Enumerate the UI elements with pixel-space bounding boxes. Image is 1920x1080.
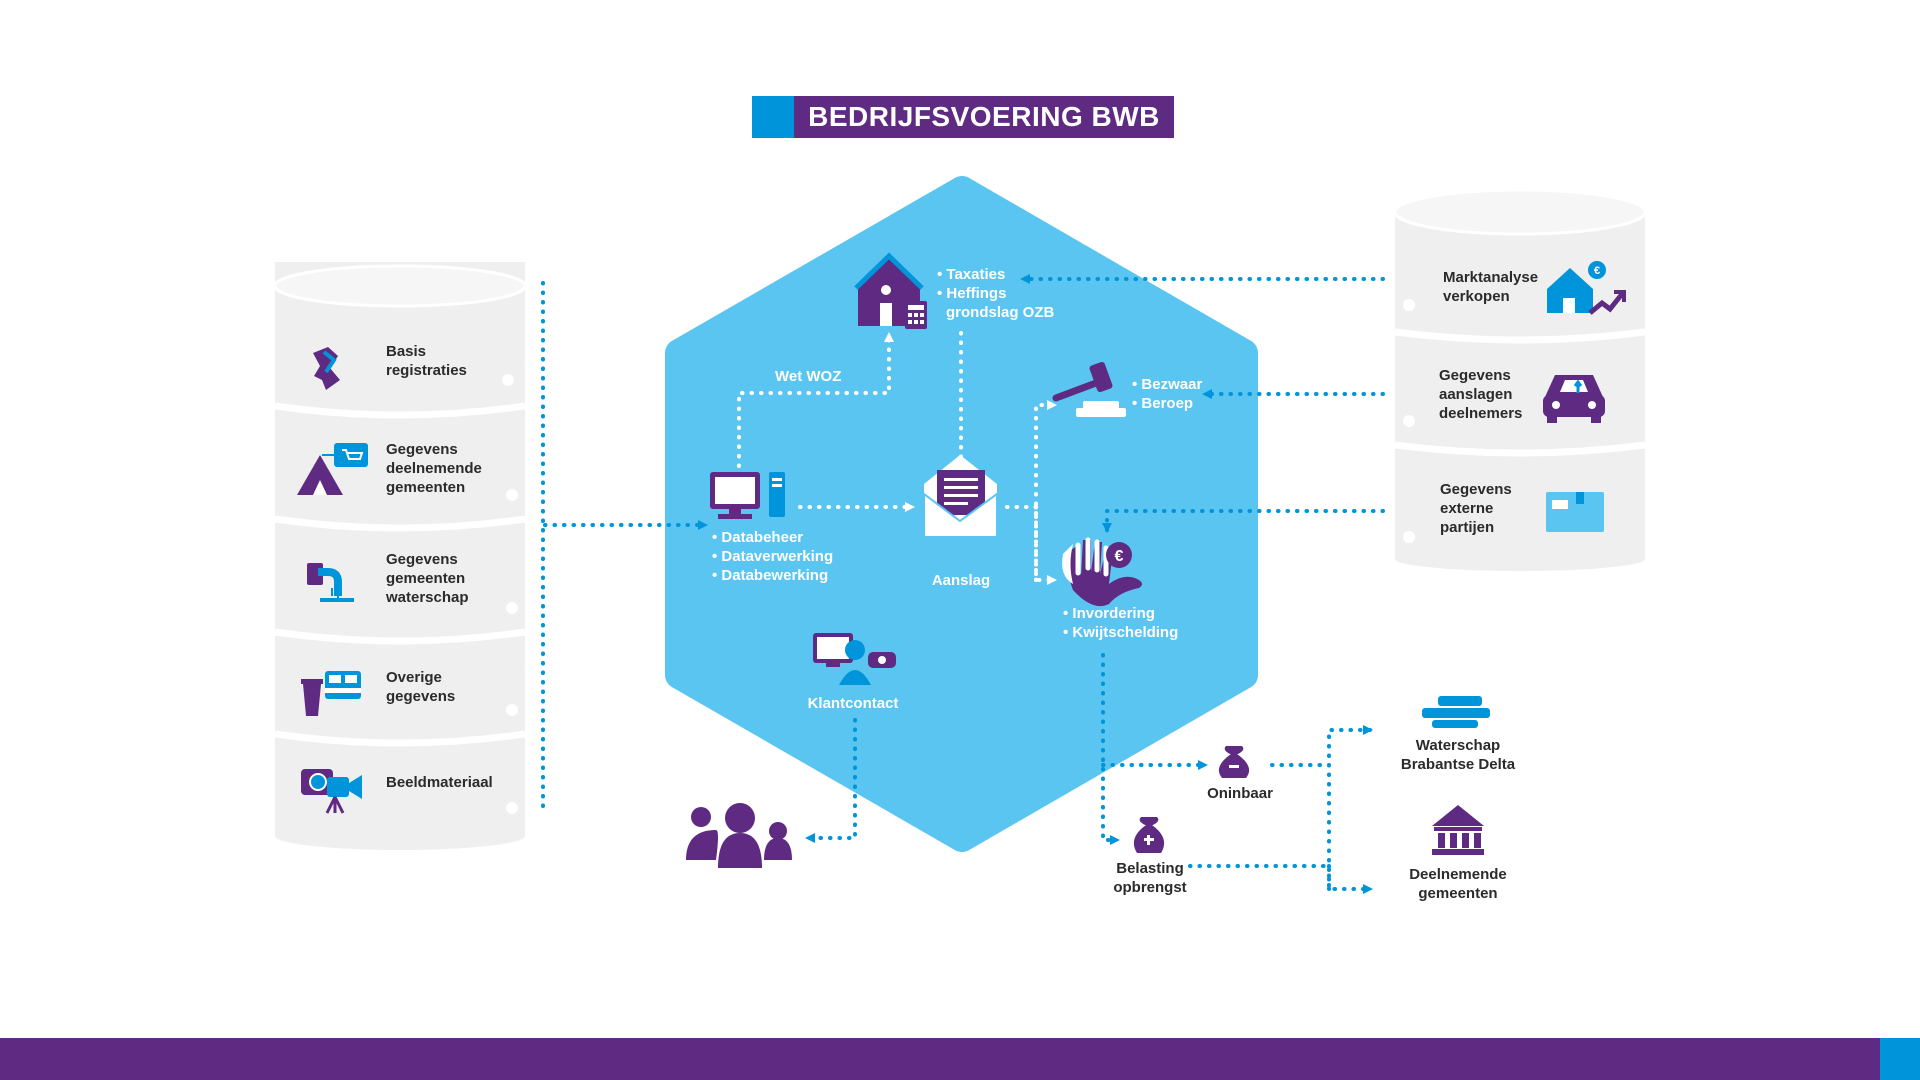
oninbaar-label: Oninbaar [1207,785,1273,802]
invordering-label: • Invordering• Kwijtschelding [1063,605,1179,641]
envelope-letter-icon [923,455,998,538]
car-icon [1543,375,1605,423]
citizens-group-icon [686,803,792,868]
wet-woz-label: Wet WOZ [775,368,842,385]
left-source-cylinder [273,262,527,850]
waterschap-waves-icon [1422,696,1490,728]
footer-bar [0,1038,1880,1080]
house-calculator-icon [854,252,927,329]
extern-to-invordering-arrow [1102,509,1385,533]
wet-woz-arrow [737,332,894,468]
aanslag-label: Aanslag [931,572,991,589]
svg-text:€: € [1115,548,1124,565]
title-banner: BEDRIJFSVOERING BWB [752,96,1174,138]
title-accent-block [752,96,794,138]
money-bag-minus-icon [1218,746,1250,778]
aanslag-to-invordering-arrow [1034,505,1057,585]
to-waterschap-arrow [1327,725,1373,891]
klantcontact-label: Klantcontact [807,695,899,712]
camera-video-icon [301,769,362,814]
computer-icon [710,472,785,519]
bezwaar-label: • Bezwaar• Beroep [1132,376,1203,412]
footer-accent [1880,1038,1920,1080]
to-gemeenten-arrow [1327,864,1373,894]
customer-service-icon [813,633,896,685]
svg-text:€: € [1594,265,1600,277]
page-title: BEDRIJFSVOERING BWB [808,101,1160,132]
aanslag-to-bezwaar-arrow [1034,400,1057,582]
gavel-icon [1052,361,1126,417]
water-tap-icon [307,563,354,602]
money-bag-plus-icon [1133,817,1165,853]
house-euro-chart-icon: € [1547,261,1626,315]
province-map-icon [313,347,340,390]
town-hall-icon [1432,805,1484,855]
package-icon [1546,492,1604,532]
data-processing-label: • Databeheer• Dataverwerking• Databewerk… [712,529,834,584]
tent-shop-icon [297,443,368,495]
hand-euro-icon: € [1062,537,1142,607]
bin-bed-icon [301,671,361,716]
left-source-beeldmateriaal-label: Beeldmateriaal [386,774,493,791]
klantcontact-to-people-arrow [805,718,857,843]
